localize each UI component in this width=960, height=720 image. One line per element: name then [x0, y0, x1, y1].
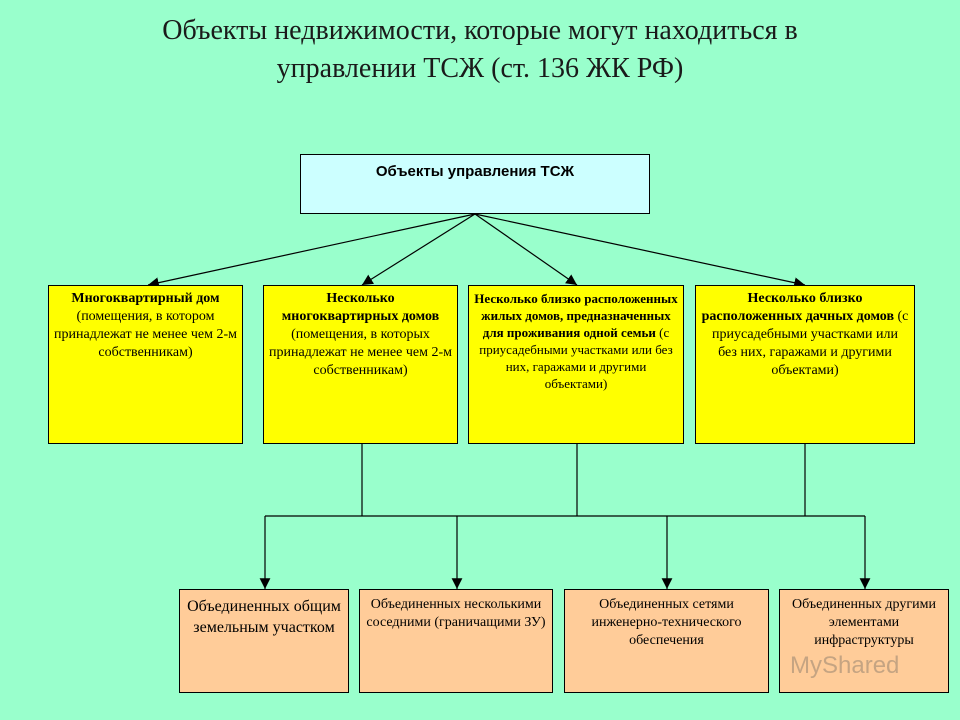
- root-node-box: Объекты управления ТСЖ: [300, 154, 650, 214]
- leaf-3-label: Объединенных сетями инженерно-техническо…: [591, 597, 742, 648]
- node-1-bold: Многоквартирный дом: [71, 291, 220, 306]
- arrow-root-to-box-2: [361, 213, 476, 286]
- node-3-rest: (с приусадебными участками или без них, …: [479, 325, 673, 391]
- diagram-title: Объекты недвижимости, которые могут нахо…: [60, 12, 900, 88]
- node-infrastructure-elements: Объединенных другими элементами инфрастр…: [779, 589, 949, 693]
- leaf-4-label: Объединенных другими элементами инфрастр…: [792, 597, 936, 648]
- node-1-rest: (помещения, в котором принадлежат не мен…: [54, 309, 237, 360]
- node-4-bold: Несколько близко расположенных дачных до…: [701, 291, 895, 324]
- title-line-1: Объекты недвижимости, которые могут нахо…: [162, 15, 798, 46]
- arrow-root-to-box-1: [147, 213, 476, 288]
- node-dacha-houses: Несколько близко расположенных дачных до…: [695, 285, 915, 444]
- title-line-2: управлении ТСЖ (ст. 136 ЖК РФ): [276, 53, 684, 84]
- root-node-label: Объекты управления ТСЖ: [375, 163, 575, 180]
- node-engineering-networks: Объединенных сетями инженерно-техническо…: [564, 589, 769, 693]
- node-3-bold: Несколько близко расположенных жилых дом…: [474, 291, 678, 340]
- node-several-apartment-buildings: Несколько многоквартирных домов (помещен…: [263, 285, 458, 444]
- node-adjacent-plots: Объединенных несколькими соседними (гран…: [359, 589, 553, 693]
- arrow-root-to-box-4: [474, 213, 806, 289]
- node-single-family-houses: Несколько близко расположенных жилых дом…: [468, 285, 684, 444]
- leaf-2-label: Объединенных несколькими соседними (гран…: [366, 597, 546, 630]
- node-common-land-plot: Объединенных общим земельным участком: [179, 589, 349, 693]
- node-2-rest: (помещения, в которых принадлежат не мен…: [269, 327, 452, 378]
- leaf-1-label: Объединенных общим земельным участком: [187, 598, 341, 636]
- node-apartment-building: Многоквартирный дом (помещения, в которо…: [48, 285, 243, 444]
- node-4-rest: (с приусадебными участками или без них, …: [711, 309, 909, 378]
- arrow-root-to-box-3: [474, 213, 578, 286]
- node-2-bold: Несколько многоквартирных домов: [281, 291, 440, 324]
